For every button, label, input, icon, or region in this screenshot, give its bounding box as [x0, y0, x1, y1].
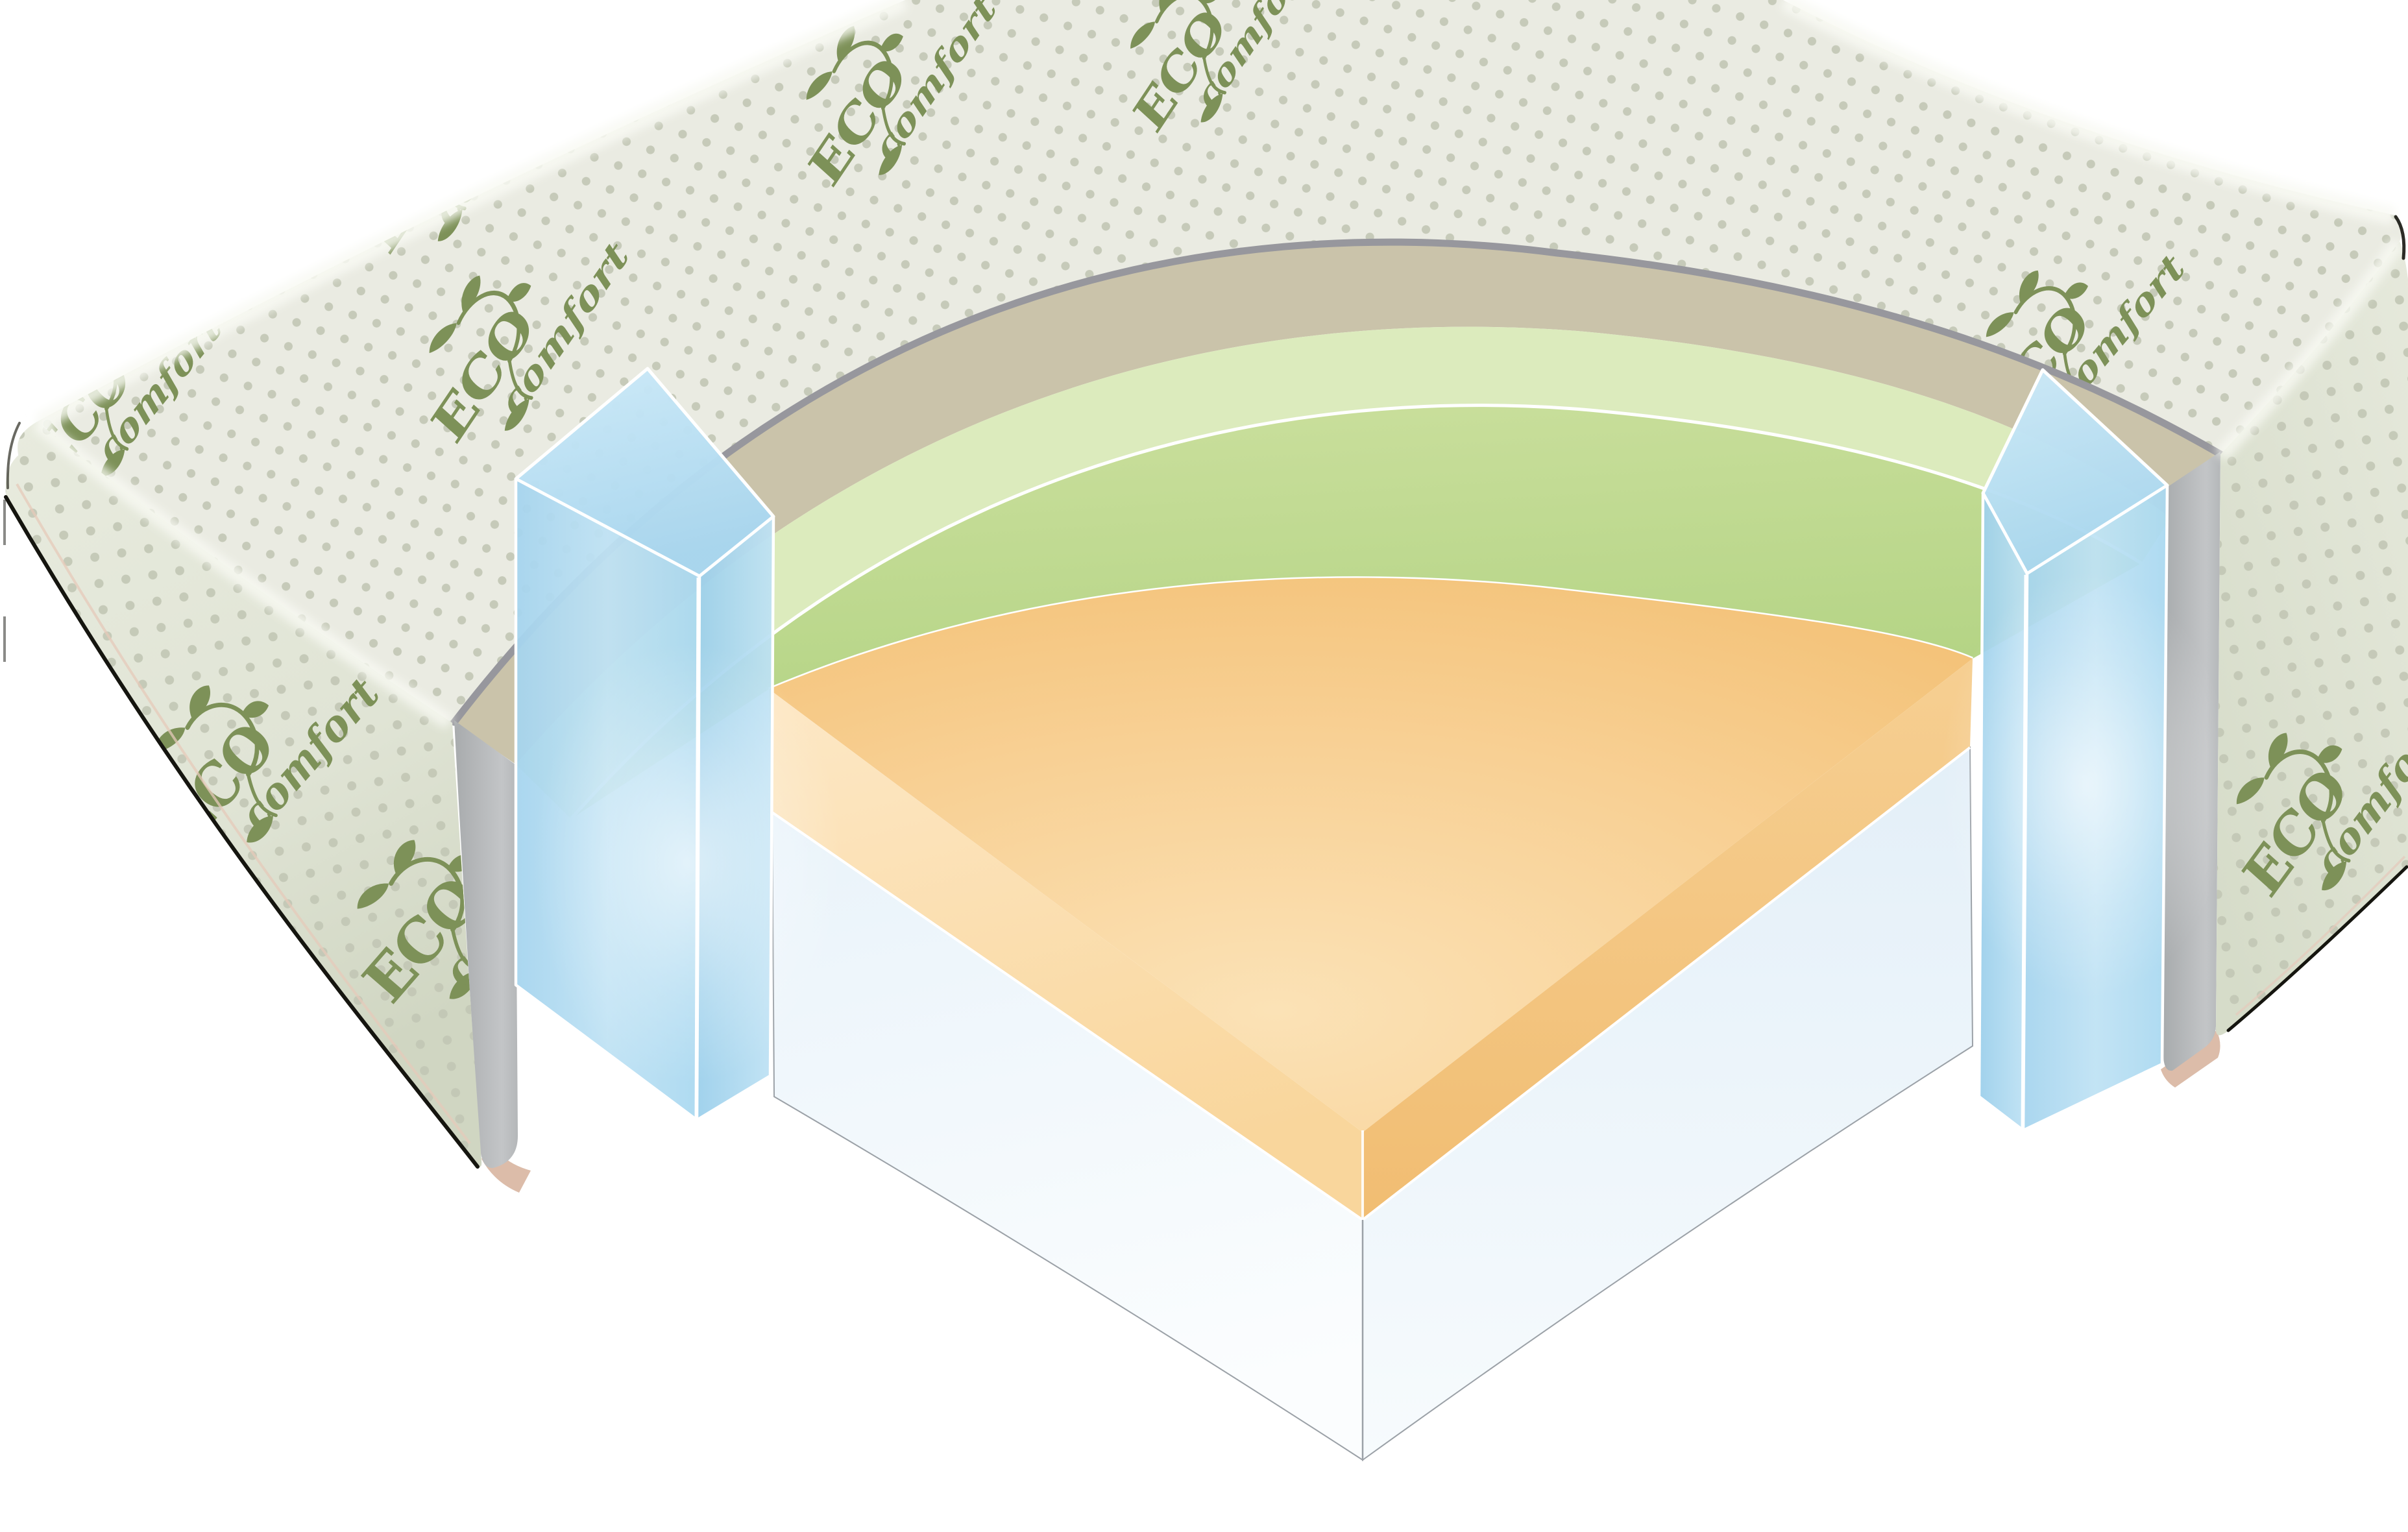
edge-highlights	[32, 0, 2405, 729]
base-foam-cut-face-right	[1362, 746, 1974, 1461]
seam-line-left	[16, 483, 471, 1145]
corner-mark-top-right	[2394, 215, 2406, 260]
lower-comfort-layer-band	[571, 405, 2141, 819]
pillar-right-front-ridge	[2021, 574, 2028, 1130]
mattress-cover-right-face	[2215, 241, 2408, 1036]
edge-support-pillar-left	[514, 367, 844, 1122]
highlight-back-left-edge	[34, 0, 909, 432]
layer-separator-line	[570, 404, 2143, 820]
cutaway-layer-stack	[450, 238, 2224, 1461]
corner-mark-top-left	[6, 422, 21, 489]
base-foam-cut-face-left	[771, 811, 1363, 1461]
pillar-right-glow	[1940, 571, 2232, 999]
highlight-back-right-edge	[1780, 0, 2397, 226]
upper-comfort-layer-band	[516, 326, 2171, 819]
cover-cut-band-left	[454, 720, 518, 1169]
pillar-left-glow	[532, 642, 844, 1084]
pillar-left-front-ridge	[694, 577, 700, 1119]
memory-foam-cut-face-right	[1363, 659, 1973, 1220]
bottom-edge-right	[2226, 865, 2408, 1032]
edge-support-pillar-right	[1940, 368, 2232, 1132]
memory-foam-top	[769, 578, 1973, 1132]
seam-line-right	[2235, 855, 2406, 1016]
highlight-front-right-edge	[2215, 237, 2405, 461]
cover-edge-arc-line	[450, 238, 2224, 726]
highlight-front-left-edge	[32, 417, 454, 729]
corner-outlines	[6, 215, 2406, 489]
mattress-cover-left-face	[3, 422, 482, 1169]
quilt-underside-band	[454, 242, 2220, 764]
memory-foam-cut-face-left	[769, 689, 1363, 1220]
bottom-edge-left	[4, 495, 480, 1169]
